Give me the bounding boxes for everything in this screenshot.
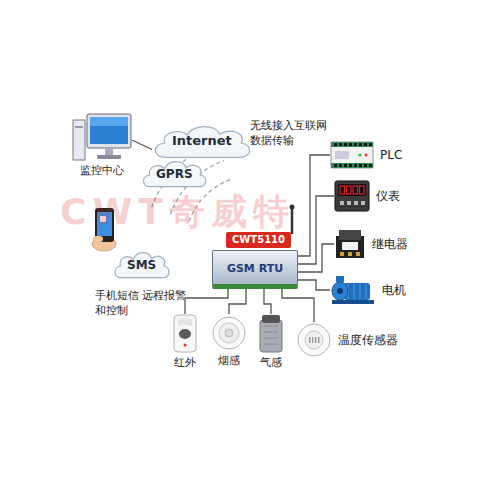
motor-icon [330,275,376,305]
pir-icon [170,314,200,354]
watermark: CWT奇威特 [60,194,320,230]
rtu-device: CWT5110GSM RTU [212,232,298,289]
node-text: CWT5110 [232,233,285,247]
network-note: 无线接入互联网 数据传输 [250,118,332,149]
node-text: 继电器 [372,237,408,251]
node-text: 红外 [174,356,196,370]
node-text: 监控中心 [80,164,124,178]
node-text: GSM RTU [221,262,289,276]
temperature-sensor: 温度传感器 [296,322,398,358]
smoke-icon [212,314,246,352]
node-text: 仪表 [376,189,400,203]
wire-connector [264,289,271,314]
wire-connector [298,244,334,272]
node-text: 烟感 [218,354,240,368]
network-cloud: Internet [150,121,254,161]
meter-device: 仪表 [334,180,400,212]
sms-note: 手机短信 远程报警和控制 [95,288,187,319]
relay-icon [334,228,366,260]
network-cloud: SMS [112,248,171,280]
gas-sensor: 气感 [256,314,286,370]
node-text: GPRS [156,167,193,181]
smoke-sensor: 烟感 [212,314,246,368]
node-text: 电机 [382,283,406,297]
meter-icon [334,180,370,212]
motor-device: 电机 [330,275,406,305]
plc-icon [330,140,374,170]
wire-connector [298,155,330,256]
gas-icon [256,314,286,354]
node-text: PLC [380,148,402,162]
wire-connector [298,280,330,290]
wire-connector [185,289,228,314]
temp-icon [296,322,332,358]
wire-connector [229,289,246,314]
device-body: GSM RTU [212,250,298,289]
network-cloud: GPRS [140,157,209,189]
node-text: 气感 [260,356,282,370]
wire-connector [298,196,334,264]
node-text: SMS [127,258,156,272]
monitoring-center: 监控中心 [72,112,132,178]
model-tag: CWT5110 [226,232,291,248]
wire-connector [282,289,314,322]
node-text: Internet [172,133,232,149]
node-text: 温度传感器 [338,333,398,347]
relay-device: 继电器 [334,228,408,260]
plc-device: PLC [330,140,402,170]
wire-connector [132,140,152,150]
infrared-sensor: 红外 [170,314,200,370]
pc-icon [72,112,132,162]
